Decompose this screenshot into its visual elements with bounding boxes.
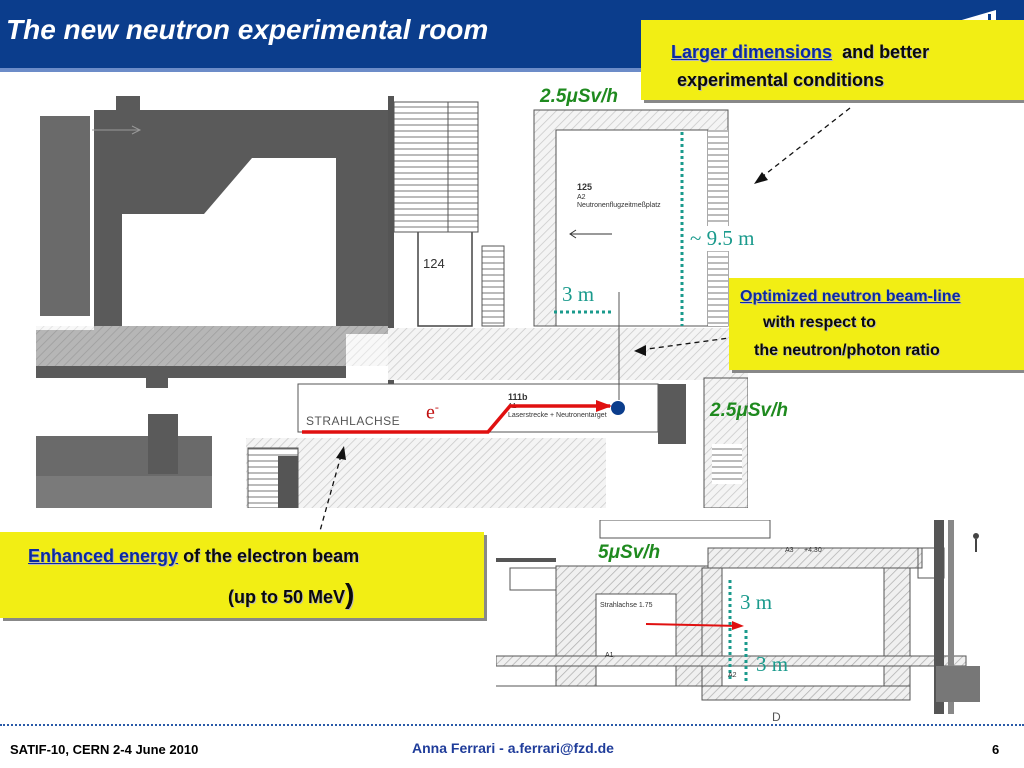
beam-axis-label: STRAHLACHSE bbox=[306, 414, 401, 428]
callout-beamline-line2: with respect to bbox=[763, 314, 876, 331]
callout-dimensions-highlight: Larger dimensions bbox=[671, 42, 833, 62]
section-label-a2: A2 bbox=[728, 672, 737, 679]
callout-optimized-beamline: Optimized neutron beam-line with respect… bbox=[729, 278, 1024, 370]
section-height-label: 3 m bbox=[740, 590, 773, 614]
room-124-label: 124 bbox=[423, 256, 445, 271]
floor-plan-drawing bbox=[36, 96, 748, 508]
electron-beam-line bbox=[302, 404, 610, 434]
electron-label: e- bbox=[426, 400, 439, 424]
room-111b-desc: Laserstrecke + Neutronentarget bbox=[508, 412, 607, 419]
callout-dimensions-line1: Larger dimensions and better bbox=[671, 42, 929, 63]
callout-larger-dimensions: Larger dimensions and better experimenta… bbox=[641, 20, 1024, 100]
callout-beamline-line3: the neutron/photon ratio bbox=[754, 342, 940, 359]
callout-dimensions-rest: and better bbox=[842, 42, 930, 62]
length-dimension-label: ~ 9.5 m bbox=[690, 226, 755, 251]
footer-divider bbox=[0, 724, 1024, 726]
callout-energy-paren: ) bbox=[345, 578, 355, 609]
section-depth-label: 3 m bbox=[756, 652, 789, 676]
footer-conference: SATIF-10, CERN 2-4 June 2010 bbox=[10, 742, 199, 757]
dose-label-right: 2.5μSv/h bbox=[710, 400, 788, 421]
section-drawing bbox=[496, 520, 980, 714]
beam-arrowhead bbox=[596, 400, 612, 412]
callout-energy-rest: of the electron beam bbox=[183, 546, 360, 566]
section-label-a3: A3 bbox=[785, 547, 794, 554]
section-label-a1-plan: Strahlachse 1.75 bbox=[600, 602, 653, 609]
dose-label-top: 2.5μSv/h bbox=[540, 86, 618, 107]
callout-beamline-highlight: Optimized neutron beam-line bbox=[740, 288, 961, 305]
room-125-a2-label: A2 bbox=[577, 194, 586, 201]
callout-energy-line1: Enhanced energy of the electron beam bbox=[28, 546, 359, 567]
target-dot bbox=[611, 401, 625, 415]
section-level-label: +4.30 bbox=[804, 547, 822, 554]
callout-enhanced-energy: Enhanced energy of the electron beam (up… bbox=[0, 532, 484, 618]
callout-energy-mev: (up to 50 MeV bbox=[228, 587, 346, 607]
callout-dimensions-line2: experimental conditions bbox=[677, 70, 885, 90]
footer-author: Anna Ferrari - a.ferrari@fzd.de bbox=[412, 740, 614, 756]
callout-energy-line2: (up to 50 MeV) bbox=[228, 578, 354, 610]
callout-energy-highlight: Enhanced energy bbox=[28, 546, 179, 566]
section-d-label: D bbox=[772, 710, 781, 724]
room-125-label: 125 bbox=[577, 182, 593, 192]
width-dimension-label: 3 m bbox=[562, 282, 595, 306]
header-underline bbox=[0, 68, 1024, 72]
slide-title: The new neutron experimental room bbox=[6, 14, 489, 45]
dose-label-bottom: 5μSv/h bbox=[598, 542, 661, 563]
slide-number: 6 bbox=[992, 742, 1000, 757]
room-125-desc: Neutronenflugzeitmeßplatz bbox=[577, 202, 661, 209]
section-label-a1: A1 bbox=[605, 652, 614, 659]
room-111b-label: 111b bbox=[508, 392, 528, 402]
